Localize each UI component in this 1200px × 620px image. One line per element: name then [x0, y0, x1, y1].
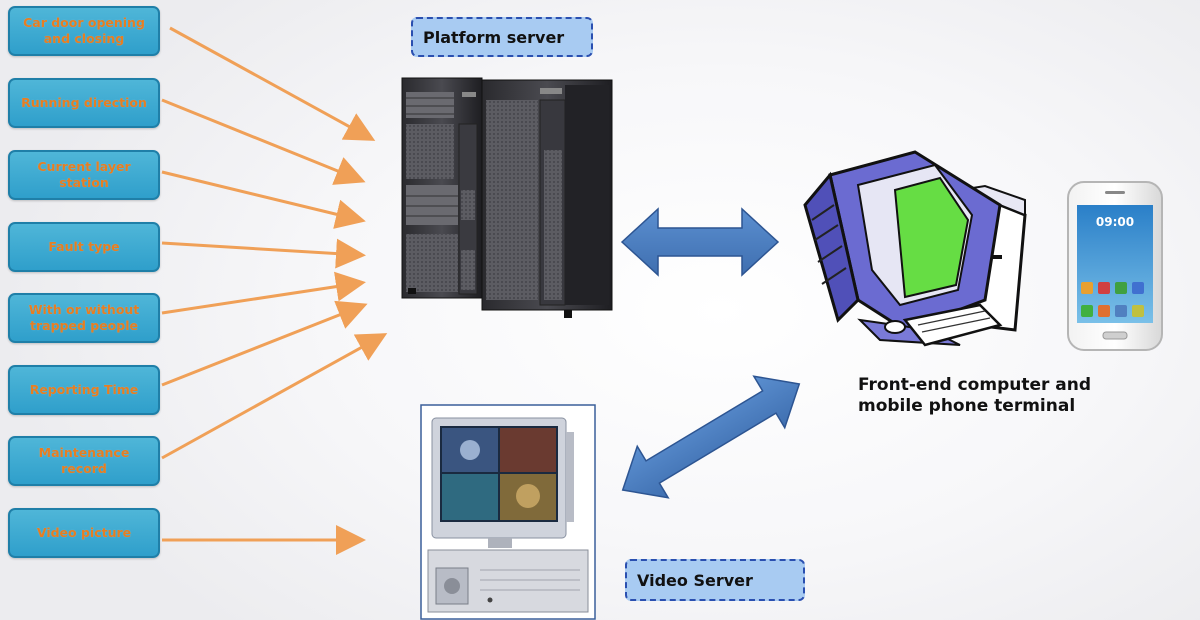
input-trapped-people: With or without trapped people	[8, 293, 160, 343]
input-door-open-close: Car door opening and closing	[8, 6, 160, 56]
arrow-layer	[161, 170, 366, 229]
platform-server-label: Platform server	[411, 17, 593, 57]
input-fault-type: Fault type	[8, 222, 160, 272]
input-current-layer-station: Current layer station	[8, 150, 160, 200]
arrow-direction	[161, 98, 366, 185]
arrow-door	[169, 26, 376, 141]
input-reporting-time: Reporting Time	[8, 365, 160, 415]
input-maintenance-record: Maintenance record	[8, 436, 160, 486]
arrow-fault	[161, 238, 366, 269]
input-video-picture: Video picture	[8, 508, 160, 558]
frontend-label: Front-end computer and mobile phone term…	[858, 375, 1092, 416]
input-running-direction: Running direction	[8, 78, 160, 128]
arrow-maintenance	[161, 333, 388, 460]
phone-clock: 09:00	[1096, 215, 1134, 229]
double-arrow-video-frontend	[621, 375, 801, 499]
double-arrow-platform-frontend	[620, 207, 780, 277]
arrow-reporting	[161, 300, 368, 387]
video-server-label: Video Server	[625, 559, 805, 601]
arrow-trapped	[161, 271, 366, 315]
